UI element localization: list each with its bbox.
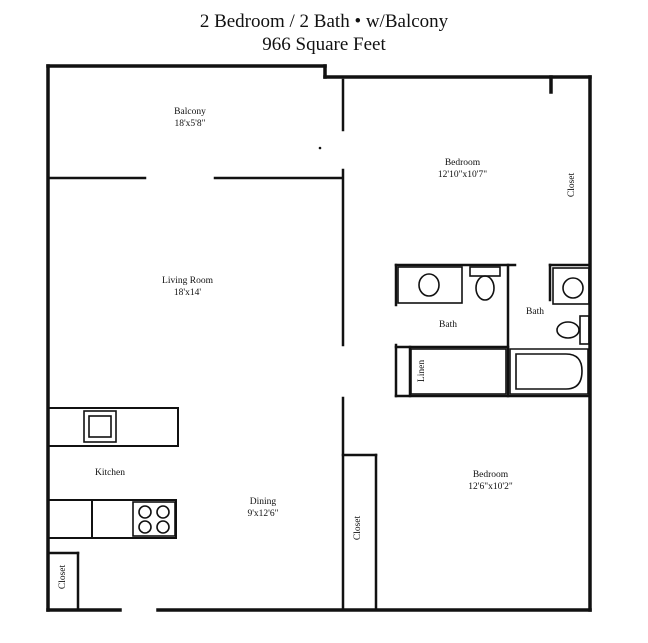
bedroom-2-name: Bedroom [472,470,509,480]
living-room-label: Living Room 18'x14' [145,275,230,299]
linen-label: Linen [417,359,427,383]
stove-icon [132,501,176,537]
interior-walls [46,78,592,610]
bedroom-2-size: 12'6"x10'2" [468,482,513,492]
bedroom-2-label: Bedroom 12'6"x10'2" [448,469,533,493]
sink-icon [562,277,584,299]
bath1-fixtures [397,266,507,395]
bath-2-label: Bath [526,307,544,317]
balcony-label: Balcony 18'x5'8" [150,106,230,130]
balcony-name: Balcony [174,107,206,117]
plan-title: 2 Bedroom / 2 Bath • w/Balcony [199,11,449,32]
dining-name: Dining [249,497,277,507]
bedroom-1-label: Bedroom 12'10"x10'7" [420,157,505,181]
bedroom-1-name: Bedroom [444,158,481,168]
door-mark [318,146,322,150]
dining-label: Dining 9'x12'6" [223,496,303,520]
closet-entry-label: Closet [58,564,68,590]
closet-bedroom-1-label: Closet [567,172,577,198]
closet-bedroom-2-label: Closet [353,515,363,541]
bath-1-label: Bath [439,320,457,330]
bath2-fixtures [509,267,590,395]
exterior-walls [46,64,592,612]
toilet-tank-icon [469,266,501,277]
living-room-name: Living Room [162,276,213,286]
dining-size: 9'x12'6" [247,509,279,519]
living-room-size: 18'x14' [173,288,202,298]
vanity-icon [397,266,463,304]
balcony-size: 18'x5'8" [174,119,206,129]
toilet-tank-icon [579,315,590,345]
bedroom-1-size: 12'10"x10'7" [437,170,488,180]
kitchen-label: Kitchen [94,468,126,478]
kitchen-sink-icon [83,410,117,443]
bathtub-icon [509,348,589,395]
kitchen-counters [47,407,179,539]
linen-closet-icon [410,348,507,395]
vanity-icon [552,267,590,305]
sink-icon [418,273,440,297]
toilet-icon [556,321,580,339]
toilet-icon [475,275,495,301]
plan-subtitle: 966 Square Feet [262,34,386,55]
